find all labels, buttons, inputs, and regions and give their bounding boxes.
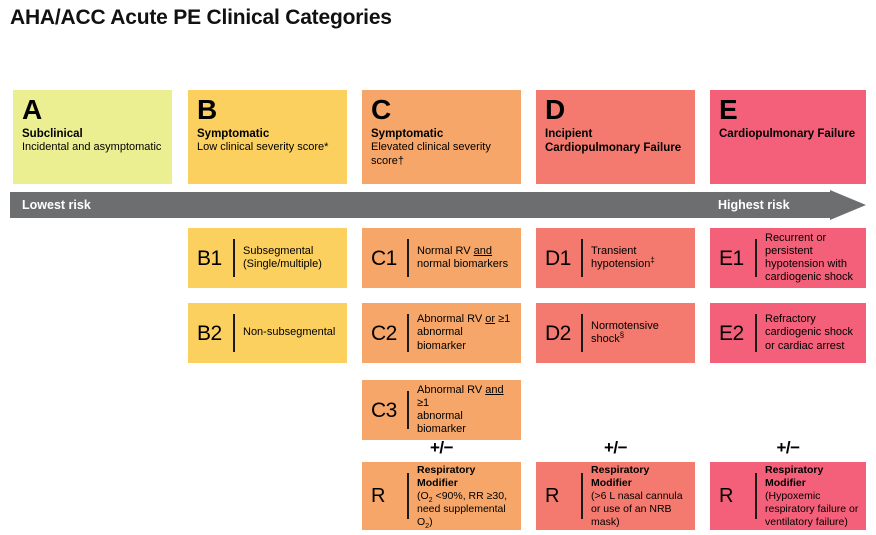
divider [581, 314, 583, 352]
category-name-b: Symptomatic [197, 128, 270, 140]
category-desc-a: Incidental and asymptomatic [22, 141, 162, 153]
divider [407, 314, 409, 352]
respiratory-modifier-detail-e: (Hypoxemic respiratory failure or ventil… [765, 489, 859, 528]
category-letter-a: A [22, 94, 42, 125]
respiratory-modifier-detail-d: (>6 L nasal cannula or use of an NRB mas… [591, 489, 683, 528]
divider [407, 239, 409, 277]
subcategory-code-d1: D1 [545, 246, 571, 270]
plus-minus-e: +/− [776, 438, 800, 457]
respiratory-modifier-text-e: Respiratory Modifier (Hypoxemic respirat… [765, 464, 859, 529]
respiratory-modifier-c: R Respiratory Modifier (O2 <90%, RR ≥30,… [362, 462, 521, 530]
category-header-e: E Cardiopulmonary Failure [710, 90, 866, 184]
category-letter-c: C [371, 94, 391, 125]
category-name-c: Symptomatic [371, 128, 444, 140]
subcategory-code-c2: C2 [371, 321, 397, 345]
category-letter-e: E [719, 94, 738, 125]
divider [755, 314, 757, 352]
category-name-a: Subclinical [22, 128, 83, 140]
risk-label-lowest: Lowest risk [22, 198, 91, 212]
respiratory-modifier-title-e: Respiratory Modifier [765, 463, 824, 489]
plus-minus-c: +/− [429, 438, 454, 457]
risk-gradient-arrow [10, 190, 866, 220]
respiratory-modifier-text-c: Respiratory Modifier (O2 <90%, RR ≥30, n… [417, 463, 514, 530]
subcategory-code-e2: E2 [719, 321, 744, 345]
category-name-e: Cardiopulmonary Failure [719, 128, 856, 140]
category-desc-c: Elevated clinical severity score† [371, 141, 491, 167]
divider [755, 473, 757, 519]
respiratory-modifier-detail-c: (O2 <90%, RR ≥30, need supplemental O2) [417, 489, 507, 530]
subcategory-b1: B1 Subsegmental(Single/multiple) [188, 228, 347, 288]
divider [581, 239, 583, 277]
risk-label-highest: Highest risk [718, 198, 790, 212]
respiratory-modifier-title-c: Respiratory Modifier [417, 463, 476, 489]
divider [233, 314, 235, 352]
divider [407, 391, 409, 429]
respiratory-modifier-text-d: Respiratory Modifier (>6 L nasal cannula… [591, 464, 688, 529]
subcategory-b2: B2 Non-subsegmental [188, 303, 347, 363]
subcategory-text-b2: Non-subsegmental [243, 326, 336, 339]
subcategory-code-c3: C3 [371, 398, 397, 422]
subcategory-code-c1: C1 [371, 246, 397, 270]
category-header-d: D Incipient Cardiopulmonary Failure [536, 90, 695, 184]
respiratory-modifier-d: R Respiratory Modifier (>6 L nasal cannu… [536, 462, 695, 530]
subcategory-code-b1: B1 [197, 246, 222, 270]
category-name-d: Incipient Cardiopulmonary Failure [545, 128, 682, 154]
subcategory-code-b2: B2 [197, 321, 222, 345]
category-desc-b: Low clinical severity score* [197, 141, 329, 153]
divider [233, 239, 235, 277]
respiratory-modifier-code-c: R [371, 484, 385, 507]
respiratory-modifier-code-d: R [545, 484, 559, 507]
category-header-a: A Subclinical Incidental and asymptomati… [13, 90, 172, 184]
subcategory-code-d2: D2 [545, 321, 571, 345]
respiratory-modifier-title-d: Respiratory Modifier [591, 463, 650, 489]
divider [581, 473, 583, 519]
subcategory-code-e1: E1 [719, 246, 744, 270]
subcategory-text-b1: Subsegmental(Single/multiple) [243, 244, 322, 270]
plus-minus-d: +/− [603, 438, 628, 457]
divider [755, 239, 757, 277]
category-letter-b: B [197, 94, 217, 125]
divider [407, 473, 409, 519]
category-header-b: B Symptomatic Low clinical severity scor… [188, 90, 347, 184]
page-title: AHA/ACC Acute PE Clinical Categories [10, 6, 392, 29]
respiratory-modifier-code-e: R [719, 484, 733, 507]
category-letter-d: D [545, 94, 565, 125]
respiratory-modifier-e: R Respiratory Modifier (Hypoxemic respir… [710, 462, 866, 530]
category-header-c: C Symptomatic Elevated clinical severity… [362, 90, 521, 184]
